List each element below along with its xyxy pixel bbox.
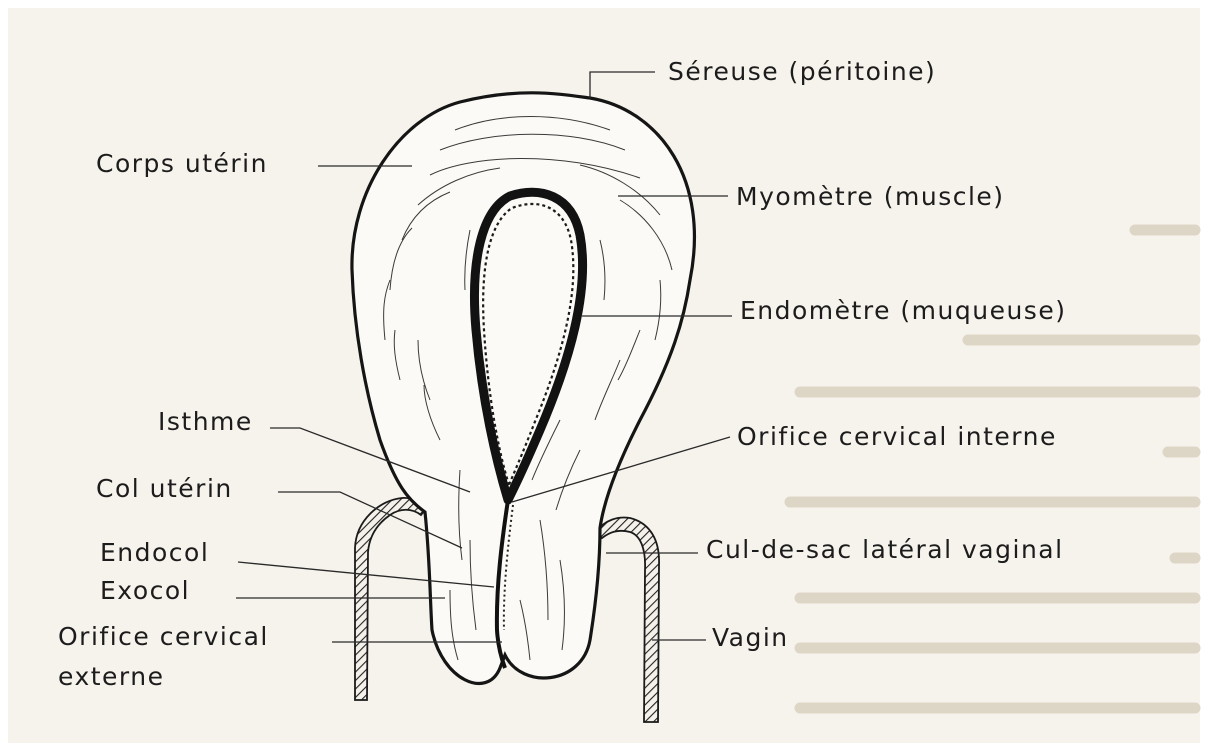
label-isthme: Isthme — [158, 407, 253, 436]
label-cul-de-sac: Cul-de-sac latéral vaginal — [706, 535, 1064, 564]
label-myometre: Myomètre (muscle) — [736, 182, 1005, 211]
vaginal-wall-right — [597, 518, 659, 722]
label-exocol: Exocol — [100, 576, 190, 605]
label-orifice-externe-line1: Orifice cervical — [58, 622, 269, 651]
leader-sereuse — [590, 72, 655, 98]
label-orifice-interne: Orifice cervical interne — [737, 422, 1057, 451]
label-orifice-externe-line2: externe — [58, 662, 164, 691]
vaginal-wall-left — [355, 498, 425, 700]
label-vagin: Vagin — [712, 623, 789, 652]
label-endocol: Endocol — [100, 538, 209, 567]
label-sereuse: Séreuse (péritoine) — [668, 57, 936, 86]
label-corps-uterin: Corps utérin — [96, 149, 268, 178]
label-col-uterin: Col utérin — [96, 474, 233, 503]
label-endometre: Endomètre (muqueuse) — [740, 296, 1066, 325]
